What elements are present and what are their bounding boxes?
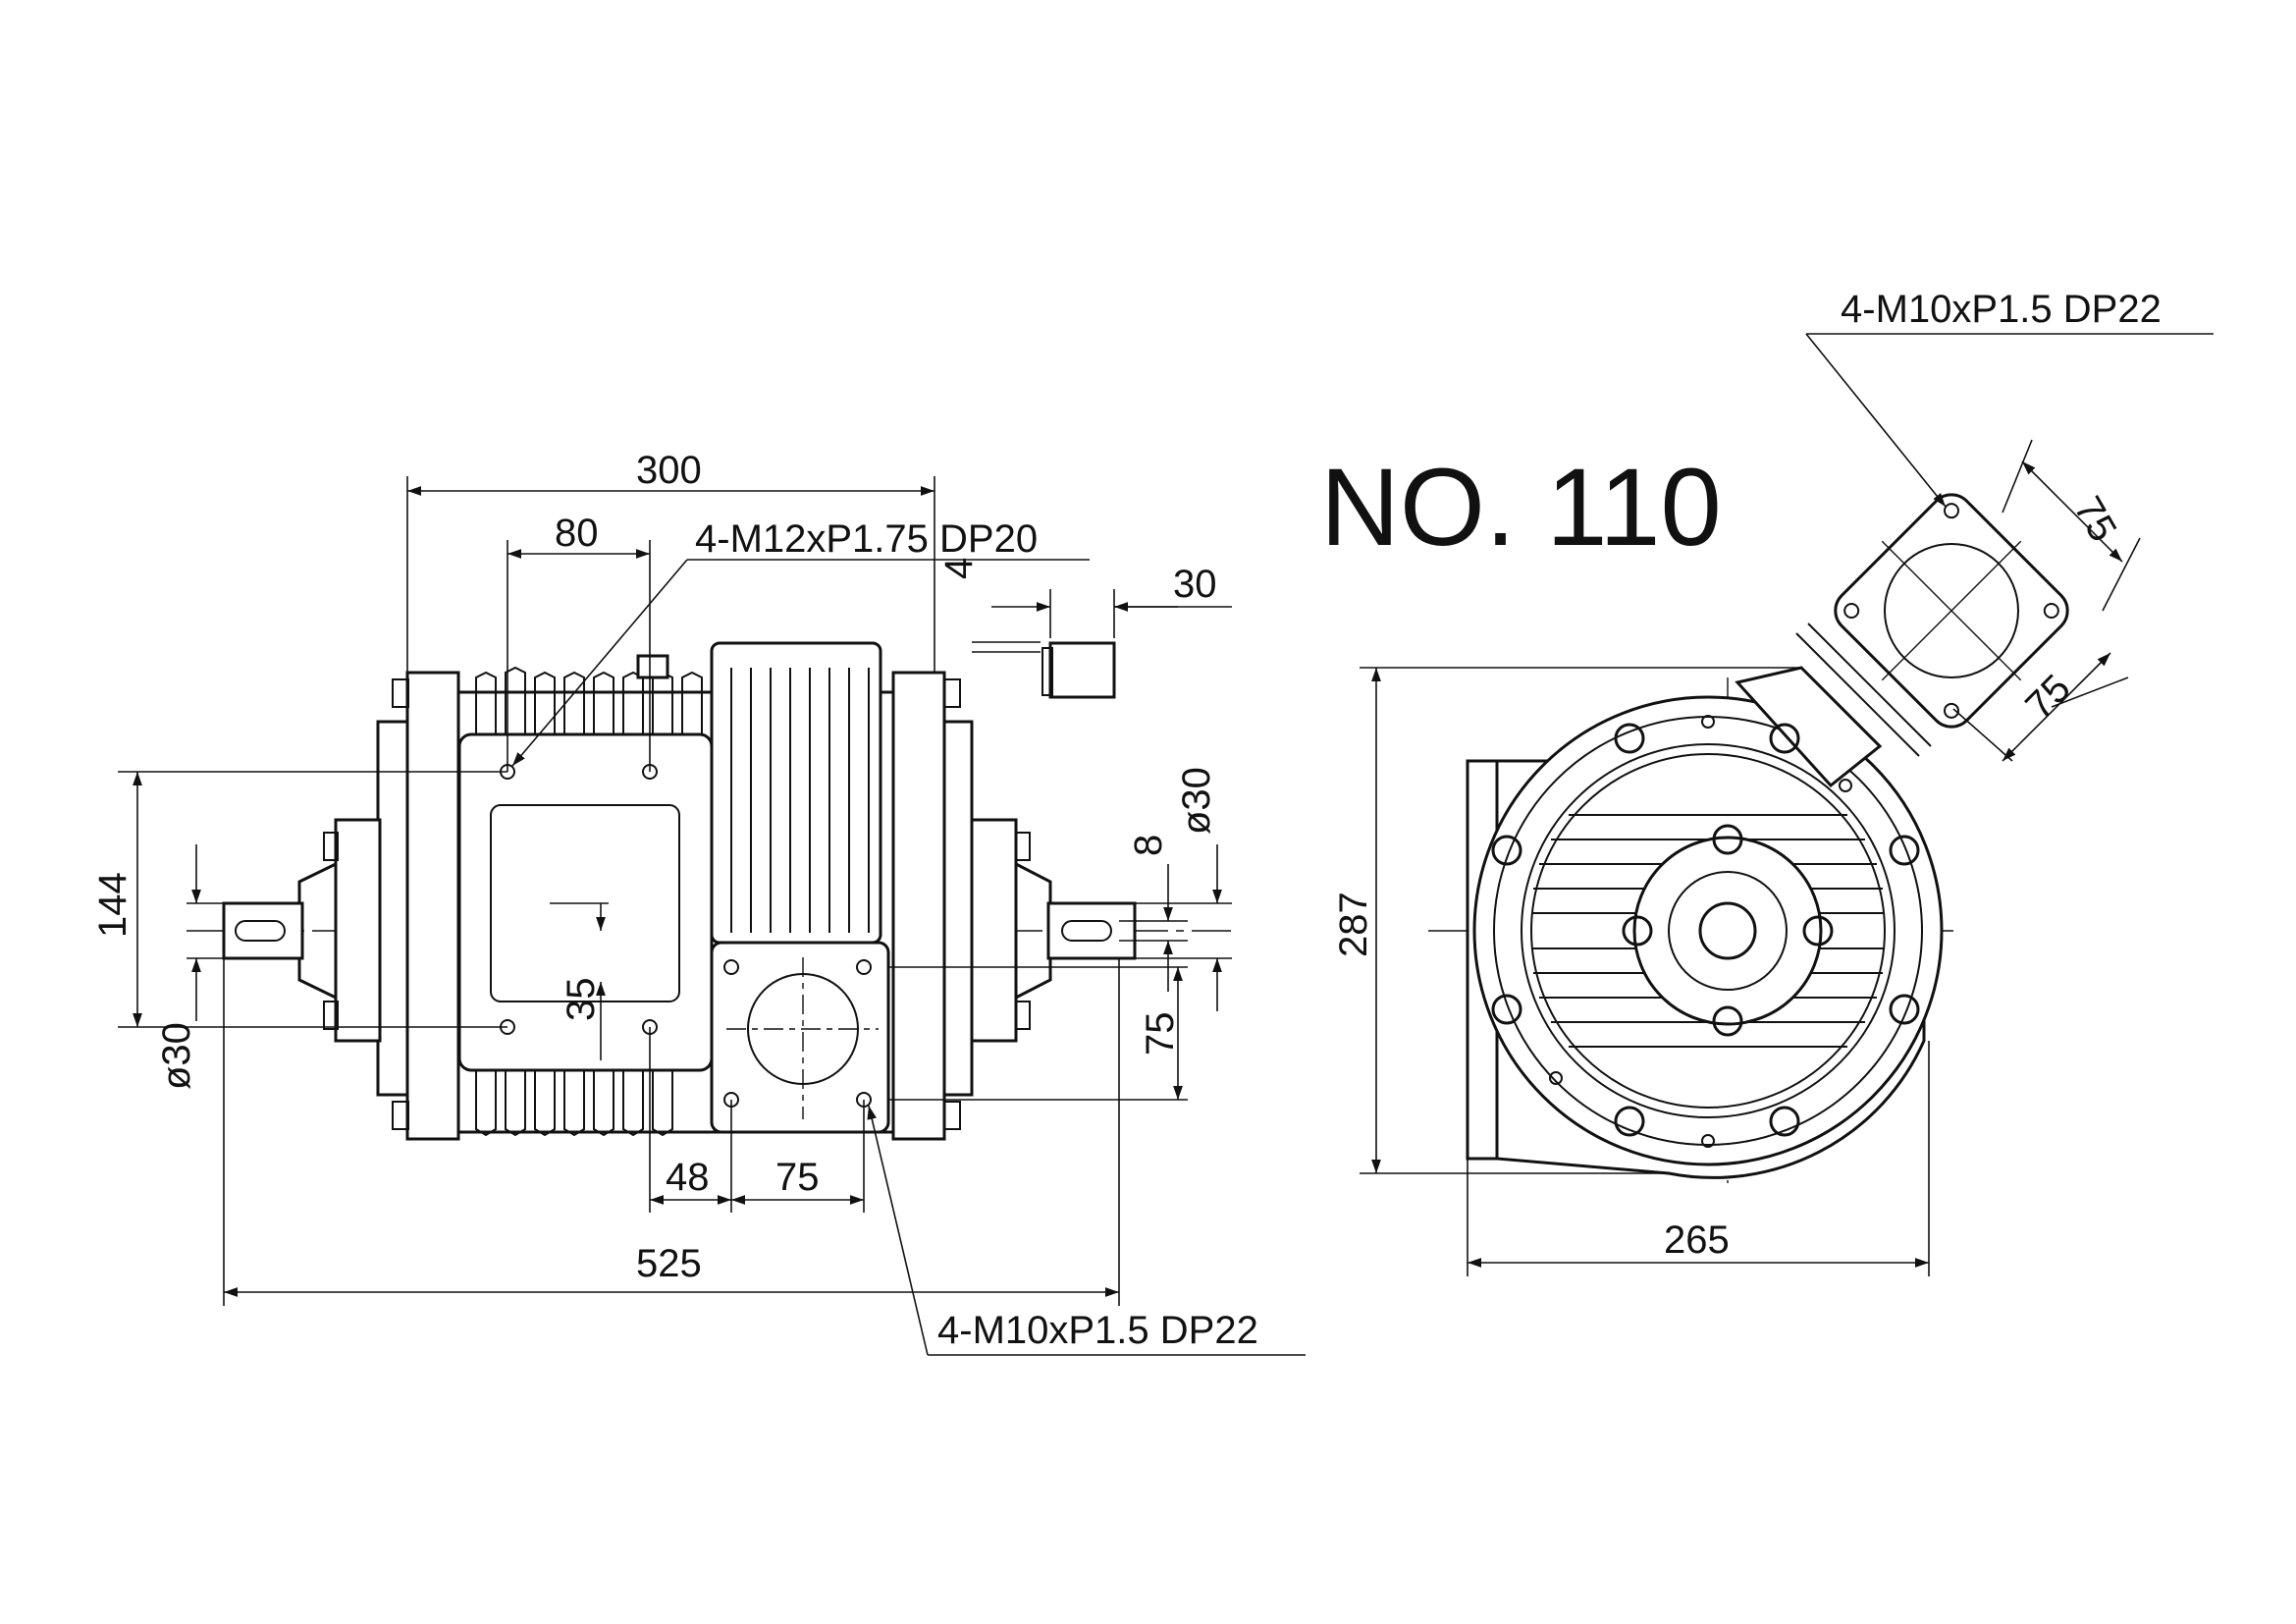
dim-8: 8: [1127, 835, 1170, 856]
dim-75-horizontal: 75: [775, 1156, 820, 1199]
dim-4: 4: [937, 558, 981, 579]
callout-top-holes: 4-M12xP1.75 DP20: [695, 517, 1038, 561]
callout-flange-holes: 4-M10xP1.5 DP22: [1841, 288, 2162, 331]
callout-bottom-holes: 4-M10xP1.5 DP22: [937, 1309, 1258, 1352]
dim-80: 80: [555, 512, 599, 555]
dim-300: 300: [636, 449, 702, 492]
dim-144: 144: [91, 872, 134, 938]
dim-dia30-left: ø30: [155, 1022, 198, 1090]
dim-flange-75-bottom: 75: [2017, 667, 2079, 729]
dim-525: 525: [636, 1242, 702, 1285]
dim-48: 48: [666, 1156, 710, 1199]
dim-dia30-right: ø30: [1175, 767, 1218, 835]
bottom-fins: [475, 1070, 673, 1137]
bottom-flange-holes: [723, 959, 872, 1108]
hub-bolts: [1622, 824, 1834, 1037]
side-view: 75 75 4-M10xP1.5 DP22 287 265: [1332, 288, 2214, 1276]
front-view: 300 80 4-M12xP1.75 DP20 4 30 144 ø30: [91, 449, 1306, 1356]
dim-35: 35: [560, 978, 603, 1022]
dim-287: 287: [1332, 892, 1375, 957]
dim-265: 265: [1664, 1218, 1730, 1262]
drawing-title: NO. 110: [1320, 446, 1722, 568]
dim-flange-75-top: 75: [2065, 490, 2124, 550]
rim-bolts: [1491, 715, 1920, 1148]
side-fins: [730, 668, 870, 933]
dim-30-key: 30: [1173, 563, 1217, 606]
dim-75-vertical: 75: [1139, 1012, 1182, 1056]
